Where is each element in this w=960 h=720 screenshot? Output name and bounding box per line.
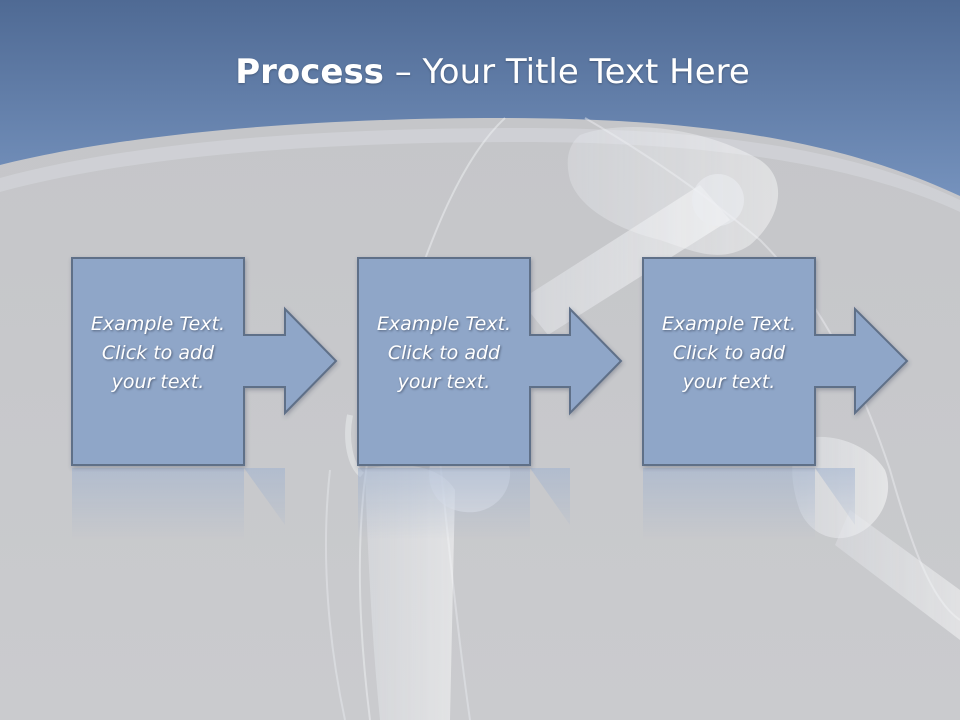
step-2-line-3: your text.: [397, 371, 491, 393]
step-1-text[interactable]: Example Text. Click to add your text.: [71, 310, 245, 397]
step-1-shape: [71, 257, 338, 466]
process-step-1[interactable]: [71, 257, 338, 540]
title-rest: – Your Title Text Here: [383, 52, 750, 92]
step-2-line-2: Click to add: [387, 342, 501, 364]
slide-title[interactable]: Process – Your Title Text Here: [0, 52, 960, 92]
step-1-line-3: your text.: [111, 371, 205, 393]
process-step-3[interactable]: [642, 257, 909, 540]
step-3-line-3: your text.: [682, 371, 776, 393]
step-2-line-1: Example Text.: [376, 313, 512, 335]
step-3-text[interactable]: Example Text. Click to add your text.: [642, 310, 816, 397]
step-1-line-1: Example Text.: [90, 313, 226, 335]
title-bold-word: Process: [235, 52, 384, 92]
step-2-reflection: [358, 468, 570, 540]
step-3-shape: [642, 257, 909, 466]
step-2-text[interactable]: Example Text. Click to add your text.: [357, 310, 531, 397]
step-2-shape: [357, 257, 623, 466]
header-band: [0, 0, 960, 196]
step-3-line-2: Click to add: [672, 342, 786, 364]
step-3-line-1: Example Text.: [661, 313, 797, 335]
step-3-reflection: [643, 468, 855, 540]
process-step-2[interactable]: [357, 257, 623, 540]
step-1-line-2: Click to add: [101, 342, 215, 364]
step-1-reflection: [72, 468, 285, 540]
